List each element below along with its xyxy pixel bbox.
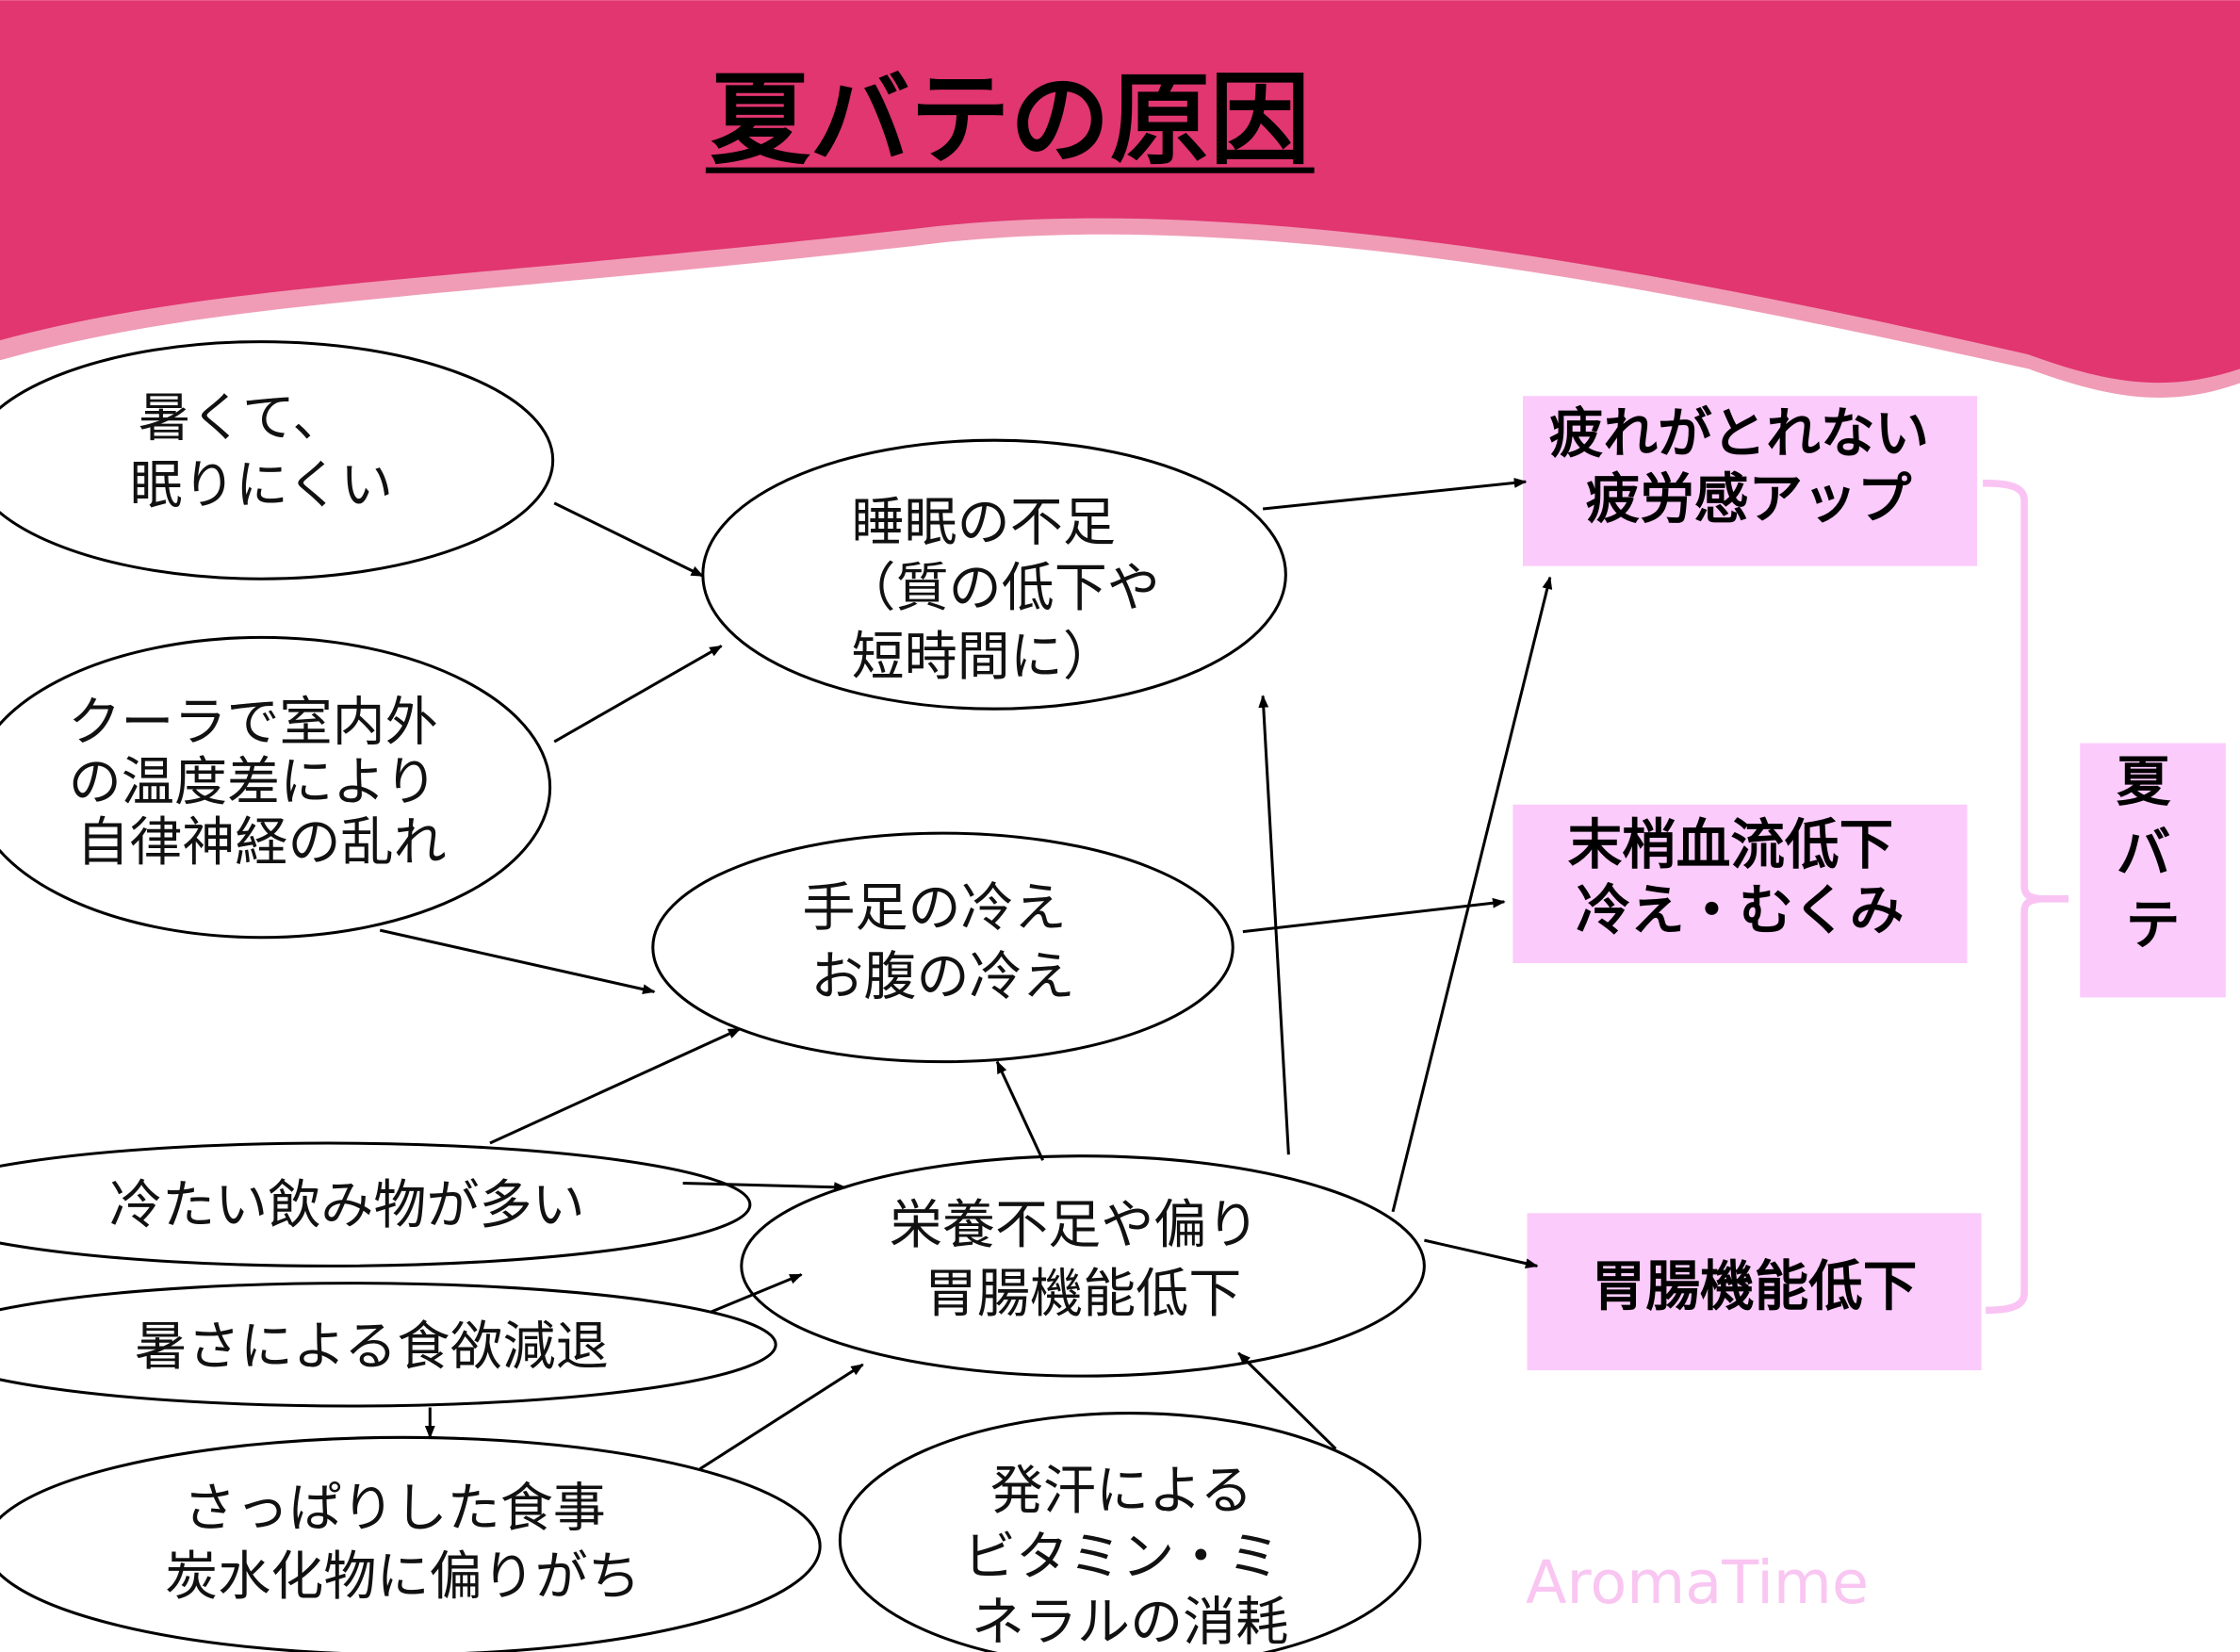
- arrow-meals-to-nutrition: [698, 1363, 864, 1470]
- result-char: 夏: [2117, 750, 2171, 813]
- svg-text:末梢血流低下 冷え・むくみ: 末梢血流低下 冷え・むくみ: [1568, 813, 1913, 942]
- node-text-line: 栄養不足や偏り: [890, 1195, 1260, 1256]
- node-text-line: 発汗による: [990, 1461, 1253, 1522]
- node-text-line: 炭水化物に偏りがち: [165, 1546, 641, 1608]
- node-text-line: 睡眠の不足: [852, 492, 1116, 553]
- node-text-line: クーラで室内外: [68, 693, 438, 754]
- node-text-line: 手足の冷え: [802, 878, 1066, 940]
- node-text-line: 眠りにくい: [130, 455, 393, 516]
- result-natsubate: 夏 バ テ: [2080, 743, 2226, 998]
- node-text-line: 冷たい飲み物が多い: [109, 1175, 585, 1236]
- box-text-line: 冷え・むくみ: [1576, 879, 1904, 942]
- svg-text:冷たい飲み物が多い: 冷たい飲み物が多い: [109, 1175, 585, 1236]
- svg-text:栄養不足や偏り 胃腸機能低下: 栄養不足や偏り 胃腸機能低下: [890, 1195, 1276, 1325]
- svg-text:手足の冷え お腹の冷え: 手足の冷え お腹の冷え: [802, 878, 1083, 1008]
- svg-text:クーラで室内外 の温度差により 自律: クーラで室内外 の温度差により 自律神経の乱れ: [68, 693, 454, 874]
- effect-circulation: 末梢血流低下 冷え・むくみ: [1512, 804, 1968, 964]
- arrow-appetite-to-nutrition: [711, 1273, 803, 1314]
- arrow-sweat-to-nutrition: [1237, 1351, 1337, 1450]
- arrows: [379, 477, 1553, 1470]
- arrow-drinks-to-nutrition: [682, 1181, 847, 1193]
- node-nutrition: 栄養不足や偏り 胃腸機能低下: [740, 1154, 1426, 1378]
- arrow-nutrition-to-sleep: [1258, 695, 1290, 1155]
- effect-fatigue: 疲れがとれない 疲労感アップ: [1522, 396, 1978, 566]
- node-text-line: 暑くて、: [138, 388, 345, 450]
- box-text-line: 疲れがとれない: [1549, 401, 1929, 465]
- node-text-line: 短時間に）: [852, 627, 1116, 688]
- svg-text:胃腸機能低下: 胃腸機能低下: [1592, 1254, 1918, 1317]
- node-text-line: お腹の冷え: [810, 946, 1074, 1007]
- svg-text:疲れがとれない 疲労感アップ: 疲れがとれない 疲労感アップ: [1549, 401, 1948, 531]
- arrow-aircon-to-chill: [379, 928, 656, 994]
- box-text-line: 胃腸機能低下: [1592, 1254, 1918, 1317]
- arrow-drinks-to-chill: [489, 1027, 742, 1145]
- svg-text:睡眠の不足 （質の低下や 短時間に）: 睡眠の不足 （質の低下や 短時間に）: [842, 492, 1176, 687]
- node-cold-drinks: 冷たい飲み物が多い: [0, 1141, 752, 1268]
- arrow-heat-to-sleep: [553, 501, 705, 578]
- svg-text:発汗による ビタミン・ミ ネラルの消: 発汗による ビタミン・ミ ネラルの消耗: [963, 1461, 1297, 1652]
- arrow-chill-to-circulation: [1242, 897, 1506, 934]
- box-text-line: 疲労感アップ: [1586, 467, 1912, 531]
- arrow-nutrition-to-digestion: [1424, 1238, 1539, 1269]
- svg-text:暑くて、 眠りにくい: 暑くて、 眠りにくい: [130, 388, 393, 516]
- node-appetite: 暑さによる食欲減退: [0, 1282, 777, 1408]
- node-text-line: 胃腸機能低下: [924, 1264, 1241, 1325]
- node-heat-sleep: 暑くて、 眠りにくい: [0, 340, 555, 581]
- watermark-logo: AromaTime: [1526, 1548, 1869, 1618]
- node-sleep-deficit: 睡眠の不足 （質の低下や 短時間に）: [701, 438, 1287, 711]
- arrow-sleep-to-fatigue: [1262, 477, 1528, 511]
- bracket: [1983, 479, 2069, 1315]
- node-text-line: の温度差により: [69, 752, 437, 813]
- svg-text:暑さによる食欲減退: 暑さによる食欲減退: [135, 1317, 609, 1378]
- node-text-line: ビタミン・ミ: [963, 1527, 1280, 1588]
- effect-digestion: 胃腸機能低下: [1527, 1213, 1982, 1371]
- arrow-nutrition-to-fatigue: [1391, 576, 1553, 1213]
- svg-text:さっぱりした食事 炭水化物に偏りがち: さっぱりした食事 炭水化物に偏りがち: [165, 1478, 641, 1608]
- node-light-meals: さっぱりした食事 炭水化物に偏りがち: [0, 1435, 822, 1652]
- box-text-line: 末梢血流低下: [1568, 813, 1894, 876]
- node-text-line: （質の低下や: [842, 558, 1159, 619]
- arrow-nutrition-to-chill: [995, 1060, 1045, 1161]
- node-text-line: 暑さによる食欲減退: [135, 1317, 609, 1378]
- node-aircon: クーラで室内外 の温度差により 自律神経の乱れ: [0, 635, 552, 940]
- result-char: バ: [2117, 822, 2171, 885]
- node-chill: 手足の冷え お腹の冷え: [651, 831, 1234, 1064]
- node-sweat: 発汗による ビタミン・ミ ネラルの消耗: [838, 1412, 1422, 1652]
- svg-text:夏 バ テ: 夏 バ テ: [2117, 750, 2190, 957]
- result-char: テ: [2126, 893, 2181, 957]
- node-text-line: さっぱりした食事: [183, 1478, 606, 1539]
- arrow-aircon-to-sleep: [553, 645, 723, 744]
- node-text-line: 自律神経の乱れ: [76, 812, 447, 874]
- page-title: 夏バテの原因: [710, 63, 1310, 179]
- header-band: [0, 0, 2240, 384]
- node-text-line: ネラルの消耗: [972, 1593, 1288, 1652]
